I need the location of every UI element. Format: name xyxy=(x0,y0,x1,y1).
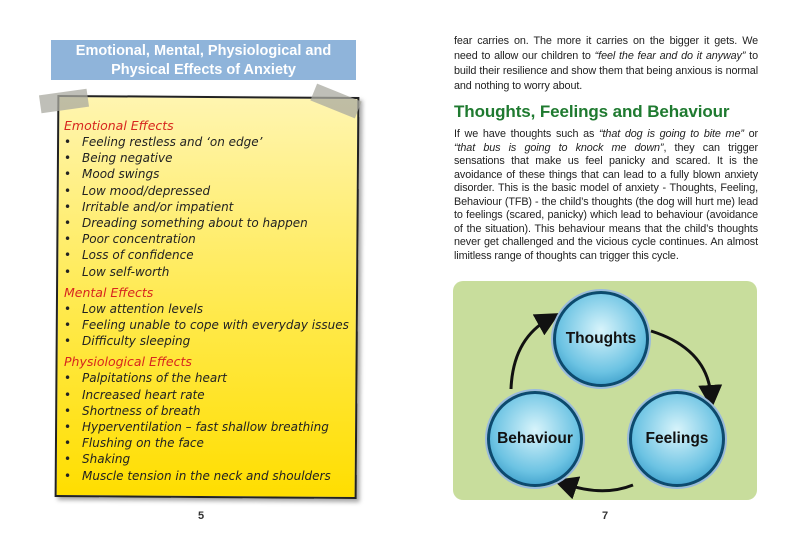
list-item: Shaking xyxy=(64,451,354,467)
list-item: Being negative xyxy=(64,150,354,166)
effects-bullets: Feeling restless and ‘on edge’Being nega… xyxy=(64,134,354,280)
effects-bullets: Palpitations of the heartIncreased heart… xyxy=(64,370,354,484)
body-paragraph: If we have thoughts such as “that dog is… xyxy=(454,128,758,262)
node-thoughts: Thoughts xyxy=(553,291,649,387)
list-item: Low mood/depressed xyxy=(64,183,354,199)
list-item: Palpitations of the heart xyxy=(64,370,354,386)
list-item: Poor concentration xyxy=(64,231,354,247)
section-title: Emotional Effects xyxy=(64,118,174,133)
effects-bullets: Low attention levelsFeeling unable to co… xyxy=(64,301,354,350)
list-item: Flushing on the face xyxy=(64,435,354,451)
list-item: Feeling unable to cope with everyday iss… xyxy=(64,317,354,333)
intro-paragraph: fear carries on. The more it carries on … xyxy=(454,35,758,92)
list-item: Irritable and/or impatient xyxy=(64,199,354,215)
node-feelings: Feelings xyxy=(629,391,725,487)
list-item: Dreading something about to happen xyxy=(64,215,354,231)
right-page-text: fear carries on. The more it carries on … xyxy=(454,34,758,263)
node-behaviour: Behaviour xyxy=(487,391,583,487)
section-title: Mental Effects xyxy=(64,284,154,300)
effects-list: Emotional EffectsFeeling restless and ‘o… xyxy=(64,113,354,484)
section-header: Emotional, Mental, Physiological and Phy… xyxy=(51,40,356,80)
list-item: Mood swings xyxy=(64,166,354,182)
list-item: Increased heart rate xyxy=(64,387,354,403)
list-item: Shortness of breath xyxy=(64,403,354,419)
list-item: Loss of confidence xyxy=(64,247,354,263)
page-number-right: 7 xyxy=(602,510,609,522)
section-heading: Thoughts, Feelings and Behaviour xyxy=(454,102,730,121)
list-item: Hyperventilation – fast shallow breathin… xyxy=(64,419,354,435)
section-title: Physiological Effects xyxy=(64,354,192,370)
list-item: Feeling restless and ‘on edge’ xyxy=(64,134,354,150)
list-item: Low self-worth xyxy=(64,264,354,280)
tfb-diagram: Thoughts Feelings Behaviour xyxy=(453,281,757,500)
page-number-left: 5 xyxy=(198,510,205,522)
list-item: Low attention levels xyxy=(64,301,354,317)
cycle-arrows-icon xyxy=(509,313,723,500)
list-item: Difficulty sleeping xyxy=(64,333,354,349)
list-item: Muscle tension in the neck and shoulders xyxy=(64,468,354,484)
